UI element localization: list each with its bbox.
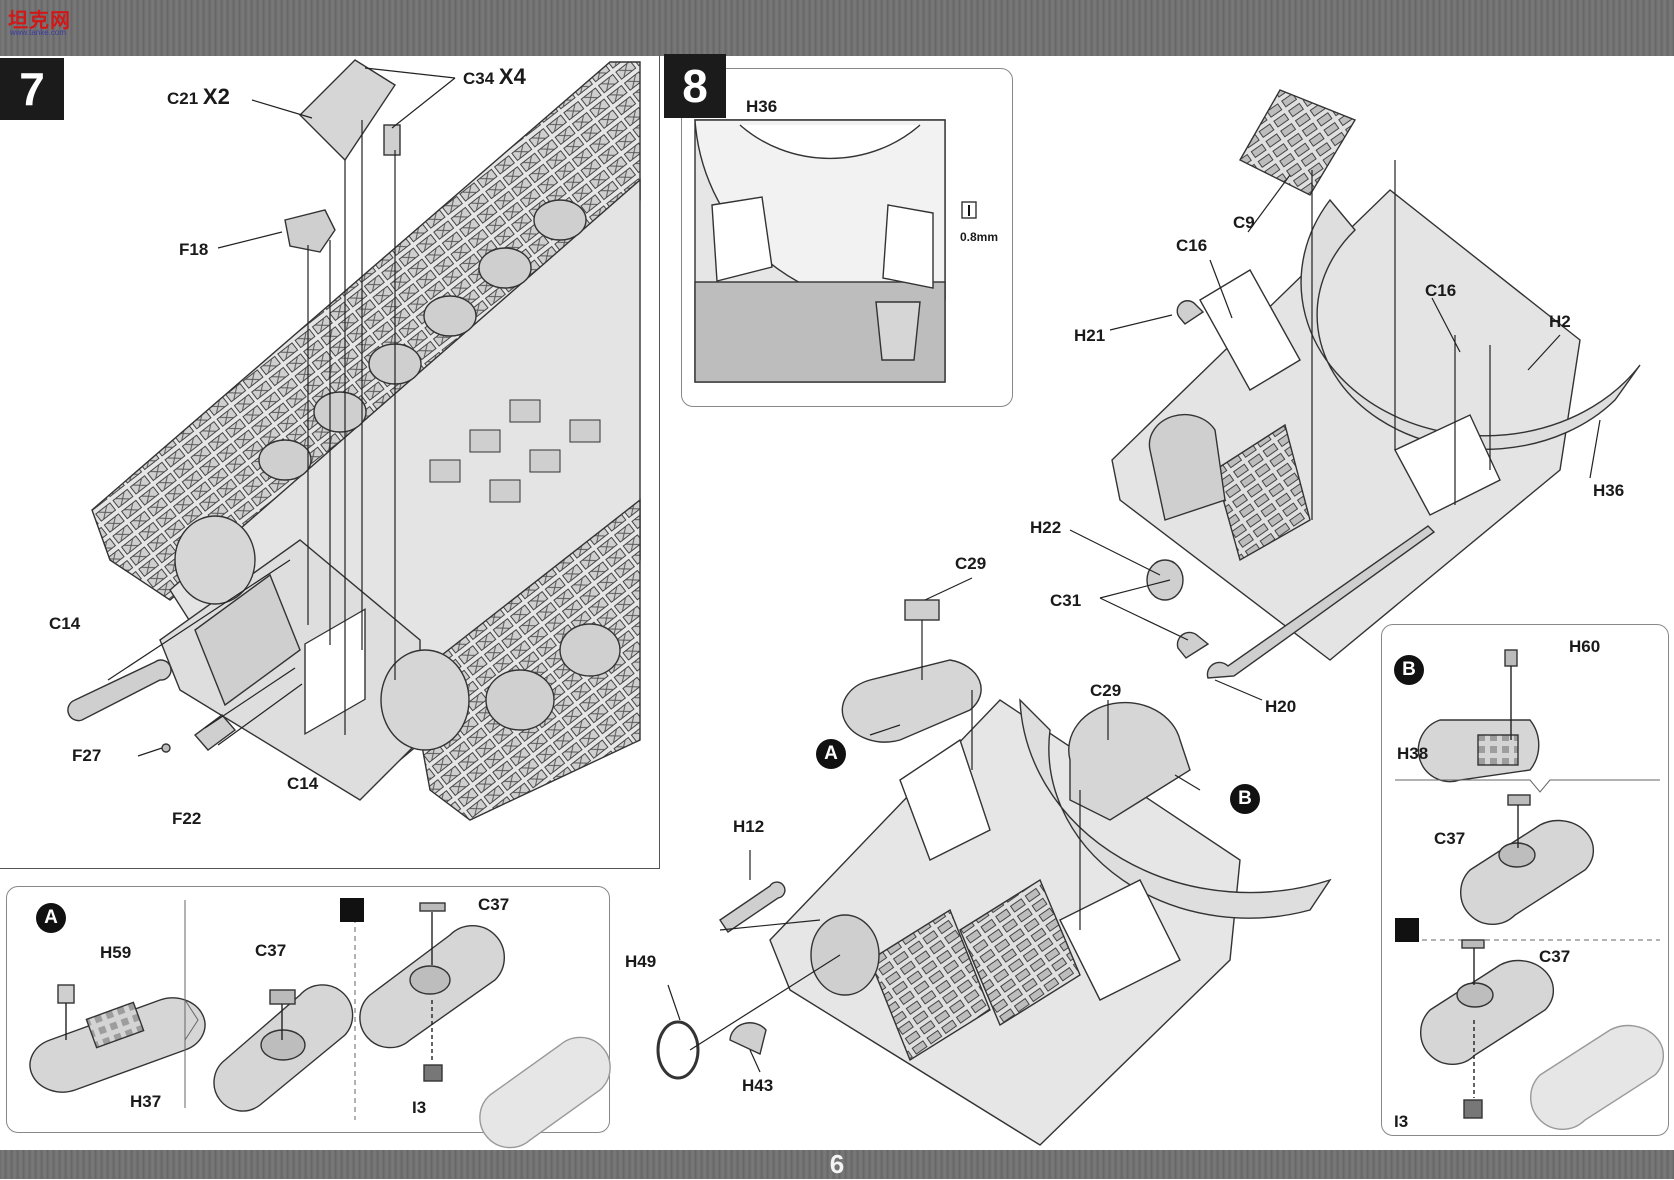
label-h20: H20 [1265, 697, 1297, 716]
step8-lower-leaders [667, 577, 1201, 1073]
subassembly-a-letter: A [36, 903, 66, 933]
label-c29-upper: C29 [955, 554, 987, 573]
label-c37-a-alt: C37 [478, 895, 510, 914]
step8-upper-leaders [1069, 160, 1601, 701]
label-c16-left: C16 [1176, 236, 1208, 255]
label-f27: F27 [72, 746, 102, 765]
part-c14 [67, 659, 172, 722]
label-c21: C21 X2 [167, 84, 230, 109]
top-band [0, 0, 1674, 56]
step8-lower-hull [656, 599, 1332, 1146]
step7-parts [67, 59, 401, 753]
part-c29-assembled-b [1068, 701, 1191, 821]
callout-a-circle: A [816, 739, 846, 769]
label-i3-a: I3 [412, 1098, 427, 1117]
callout-b-circle: B [1230, 784, 1260, 814]
label-c21-qty: X2 [202, 84, 230, 109]
label-i3-b: I3 [1394, 1112, 1409, 1131]
label-c14-left: C14 [49, 614, 81, 633]
label-drill-size: 0.8mm [960, 230, 999, 244]
bottom-band [0, 1150, 1674, 1179]
step-8-number: 8 [664, 54, 726, 118]
alternative-yinyang-icon-a [340, 898, 364, 922]
part-f22 [193, 714, 237, 751]
watermark-subtext: www.tanke.com [10, 28, 67, 37]
label-f22: F22 [172, 809, 202, 828]
label-c14-bottom: C14 [287, 774, 319, 793]
part-c21 [299, 59, 396, 162]
part-h21 [1176, 300, 1205, 325]
label-c16-right: C16 [1425, 281, 1457, 300]
label-c34-qty: X4 [498, 64, 526, 89]
label-c9: C9 [1233, 213, 1255, 232]
label-c29-lower: C29 [1090, 681, 1122, 700]
label-c37-a-mid: C37 [255, 941, 287, 960]
part-c9 [1239, 89, 1357, 196]
step-7-number: 7 [0, 58, 64, 120]
label-c34: C34 X4 [463, 64, 526, 89]
label-h22: H22 [1030, 518, 1062, 537]
step8-upper-hull [1111, 89, 1641, 679]
label-c37-b-top: C37 [1434, 829, 1466, 848]
label-f18: F18 [179, 240, 209, 259]
watermark-logo: 坦克网 www.tanke.com [6, 4, 72, 40]
part-f27 [161, 743, 171, 753]
label-h59: H59 [100, 943, 132, 962]
part-h20 [1206, 525, 1436, 679]
label-c31: C31 [1050, 591, 1082, 610]
label-h21: H21 [1074, 326, 1106, 345]
step8-inset-drawing [694, 119, 977, 383]
step7-hull [91, 61, 641, 821]
part-c29-upper [904, 599, 940, 621]
label-c37-b-alt: C37 [1539, 947, 1571, 966]
part-h22 [1146, 559, 1184, 601]
subassembly-a-drawing [29, 900, 611, 1149]
part-c29-assembled-a [841, 659, 982, 743]
label-h49: H49 [625, 952, 657, 971]
subassembly-b-drawing [1395, 649, 1665, 1130]
subassembly-b-letter: B [1394, 655, 1424, 685]
part-c34 [383, 124, 401, 156]
label-h12: H12 [733, 817, 765, 836]
watermark-text: 坦克网 [8, 10, 71, 32]
part-h49 [656, 1020, 700, 1080]
label-h2: H2 [1549, 312, 1571, 331]
step7-leaders [107, 67, 456, 757]
page-number: 6 [829, 1149, 845, 1179]
part-f18 [284, 209, 336, 253]
label-h38: H38 [1397, 744, 1429, 763]
label-h60: H60 [1569, 637, 1601, 656]
part-h43 [729, 1022, 767, 1055]
label-inset-h36: H36 [746, 97, 778, 116]
label-h43: H43 [742, 1076, 774, 1095]
alternative-yinyang-icon-b [1395, 918, 1419, 942]
label-h36: H36 [1593, 481, 1625, 500]
part-h12 [719, 881, 786, 933]
label-h37: H37 [130, 1092, 162, 1111]
